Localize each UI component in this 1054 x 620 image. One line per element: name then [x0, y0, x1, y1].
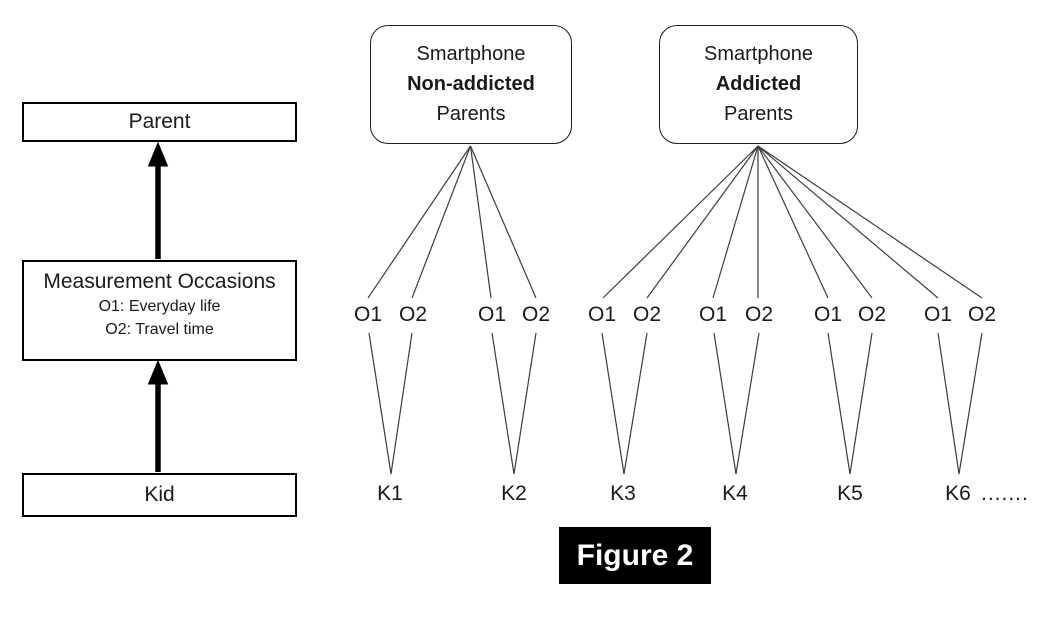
group-line2: Addicted	[715, 73, 802, 95]
figure-caption: Figure 2	[559, 527, 711, 584]
measurement-title: Measurement Occasions	[43, 270, 276, 293]
kid-label: K5	[837, 482, 863, 505]
parent-label: Parent	[128, 110, 191, 133]
occasion-label: O1	[813, 303, 843, 326]
kid-box-label: Kid	[144, 483, 175, 506]
occasion-label: O2	[398, 303, 428, 326]
measurement-o1-definition: O1: Everyday life	[98, 298, 221, 315]
kid-label: K1	[377, 482, 403, 505]
measurement-o2-definition: O2: Travel time	[105, 321, 214, 338]
occasion-label: O1	[587, 303, 617, 326]
kid-label: K2	[501, 482, 527, 505]
kid-label: K3	[610, 482, 636, 505]
occasion-label: O2	[521, 303, 551, 326]
group-line3: Parents	[724, 103, 793, 125]
occasion-label: O2	[857, 303, 887, 326]
arrow-kid-to-measurement	[147, 359, 169, 472]
occasion-label: O1	[698, 303, 728, 326]
measurement-occasions-box: Measurement Occasions O1: Everyday life …	[22, 260, 297, 361]
kid-label: K6	[945, 482, 971, 505]
occasion-label: O2	[632, 303, 662, 326]
addicted-parents-box: Smartphone Addicted Parents	[659, 25, 858, 144]
group-line2: Non-addicted	[407, 73, 535, 95]
kid-box: Kid	[22, 473, 297, 517]
occasion-label: O2	[744, 303, 774, 326]
group-line3: Parents	[436, 103, 506, 125]
fan-lines-addicted	[602, 145, 983, 299]
nonaddicted-parents-box: Smartphone Non-addicted Parents	[370, 25, 572, 144]
arrow-measurement-to-parent	[147, 141, 169, 259]
occasion-to-kid-lines	[368, 332, 983, 475]
kid-label: K4	[722, 482, 748, 505]
continuation-dots: .......	[981, 482, 1029, 505]
fan-lines-nonaddicted	[367, 145, 537, 299]
occasion-label: O1	[477, 303, 507, 326]
parent-box: Parent	[22, 102, 297, 142]
group-line1: Smartphone	[704, 43, 813, 65]
occasion-label: O2	[967, 303, 997, 326]
occasion-label: O1	[353, 303, 383, 326]
group-line1: Smartphone	[416, 43, 526, 65]
occasion-label: O1	[923, 303, 953, 326]
